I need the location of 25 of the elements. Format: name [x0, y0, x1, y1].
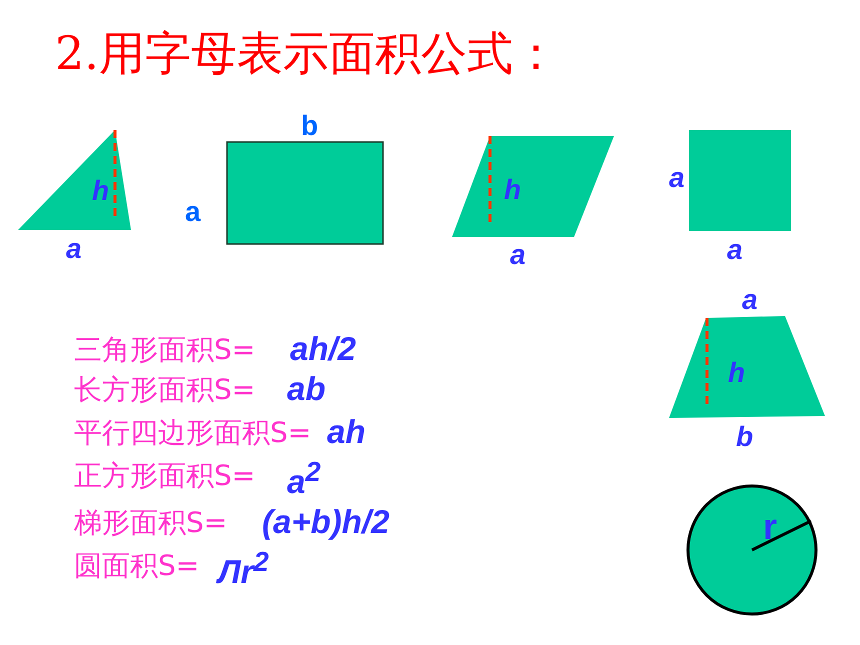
formula-name: 平行四边形面积S= [74, 419, 312, 447]
formula: ab [287, 372, 326, 405]
formula-name: 正方形面积S= [74, 462, 256, 490]
dimension-label: b [736, 423, 754, 451]
formula: Лr$^{2}$ [218, 548, 269, 588]
formula: a$^{2}$ [287, 458, 321, 498]
formula-name: 圆面积S= [74, 552, 200, 580]
formula: (a+b)h/2 [262, 505, 390, 538]
dimension-label: b [301, 112, 318, 140]
dimension-label: r [763, 509, 778, 545]
formula: ah [327, 415, 366, 448]
dimension-label: h [504, 176, 522, 204]
formula-name: 梯形面积S= [74, 509, 228, 537]
dimension-label: a [727, 236, 743, 264]
formula-name: 三角形面积S= [74, 336, 256, 364]
dimension-label: h [728, 359, 746, 387]
dimension-label: a [66, 235, 82, 263]
dimension-label: h [92, 177, 110, 205]
formula-name: 长方形面积S= [74, 376, 256, 404]
dimension-label: a [185, 198, 201, 226]
formula: ah/2 [290, 332, 356, 365]
dimension-label: a [510, 241, 526, 269]
dimension-label: a [742, 286, 758, 314]
dimension-label: a [669, 164, 685, 192]
title: 2.用字母表示面积公式： [55, 30, 559, 76]
